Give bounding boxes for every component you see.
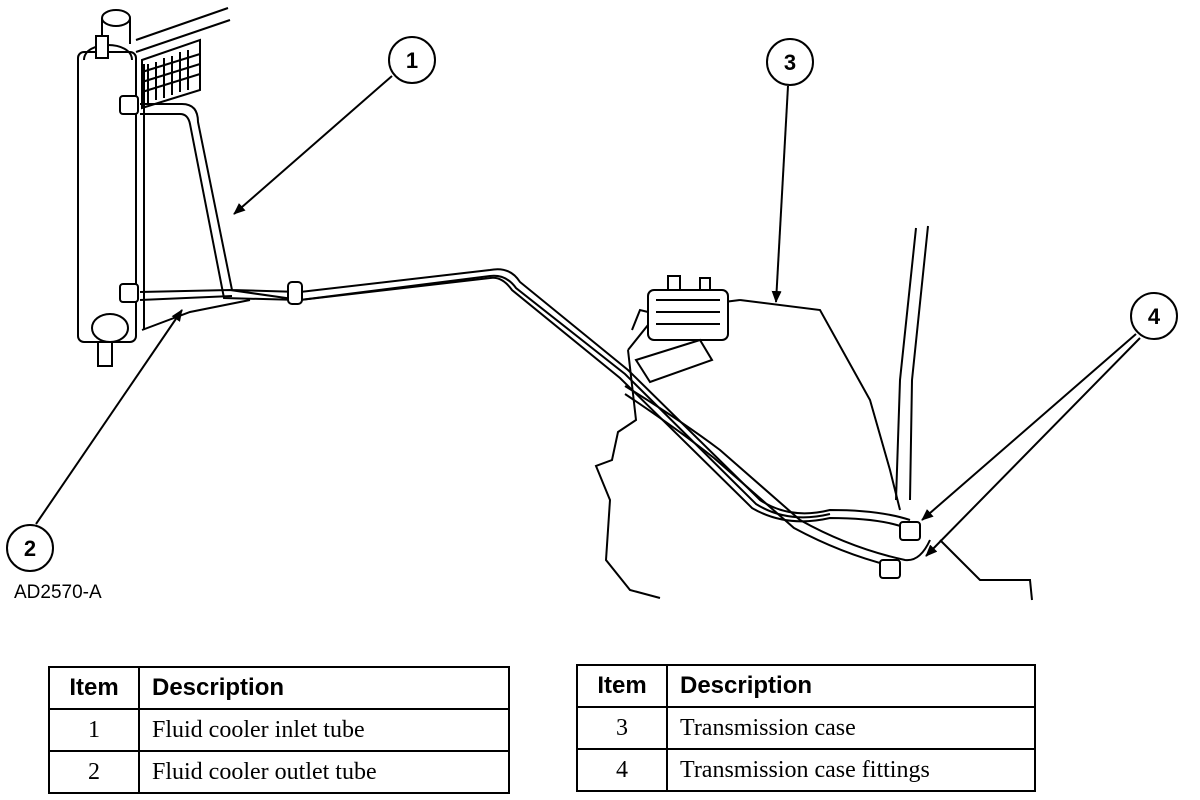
legend-item-number: 1 xyxy=(48,708,140,752)
cooler-line-diagram: 1 2 3 4 xyxy=(6,7,1178,601)
svg-text:1: 1 xyxy=(406,48,418,73)
cooler-tubes xyxy=(139,103,931,569)
callout-leaders xyxy=(35,75,1141,557)
leader-1 xyxy=(233,75,393,215)
legend-table-left: Item Description 1 Fluid cooler inlet tu… xyxy=(48,666,510,794)
legend-header-row: Item Description xyxy=(576,664,1036,708)
legend-item-description: Fluid cooler inlet tube xyxy=(138,708,510,752)
legend-item-description: Fluid cooler outlet tube xyxy=(138,750,510,794)
leader-3 xyxy=(771,85,789,303)
legend-header-item: Item xyxy=(48,666,140,710)
legend-item-description: Transmission case xyxy=(666,706,1036,750)
callout-1: 1 xyxy=(388,36,436,84)
leader-4a xyxy=(921,333,1137,521)
legend-row: 2 Fluid cooler outlet tube xyxy=(48,750,510,794)
legend-row: 3 Transmission case xyxy=(576,706,1036,750)
legend-table-right: Item Description 3 Transmission case 4 T… xyxy=(576,664,1036,792)
callout-3: 3 xyxy=(766,38,814,86)
legend-row: 4 Transmission case fittings xyxy=(576,748,1036,792)
callout-2: 2 xyxy=(6,524,54,572)
legend-item-number: 2 xyxy=(48,750,140,794)
legend-item-number: 4 xyxy=(576,748,668,792)
radiator xyxy=(77,7,251,367)
legend-item-description: Transmission case fittings xyxy=(666,748,1036,792)
legend-header-item: Item xyxy=(576,664,668,708)
legend-row: 1 Fluid cooler inlet tube xyxy=(48,708,510,752)
transmission-case xyxy=(594,225,1033,601)
legend-header-row: Item Description xyxy=(48,666,510,710)
legend-item-number: 3 xyxy=(576,706,668,750)
svg-text:2: 2 xyxy=(24,536,36,561)
callout-4: 4 xyxy=(1130,292,1178,340)
leader-4b xyxy=(925,337,1141,557)
svg-text:4: 4 xyxy=(1148,304,1161,329)
legend-header-description: Description xyxy=(138,666,510,710)
figure-id: AD2570-A xyxy=(14,582,102,603)
legend-header-description: Description xyxy=(666,664,1036,708)
leader-2 xyxy=(35,309,183,525)
svg-text:3: 3 xyxy=(784,50,796,75)
